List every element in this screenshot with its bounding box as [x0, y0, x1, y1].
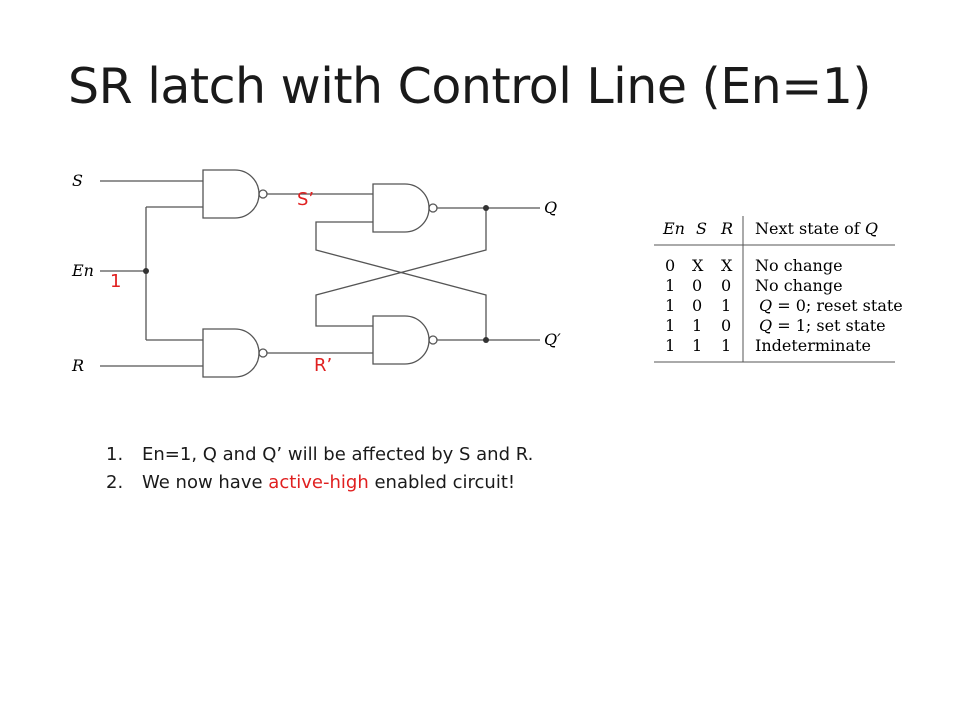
- q-prime-feedback-wire: [315, 221, 487, 340]
- note-item-2: 2. We now have active-high enabled circu…: [106, 469, 533, 497]
- header-s: S: [696, 219, 707, 238]
- cell-r: 1: [721, 336, 731, 355]
- header-en: En: [662, 219, 685, 238]
- nand-gate-4: [372, 315, 430, 365]
- cell-en: 0: [665, 256, 675, 275]
- active-high-highlight: active-high: [268, 472, 369, 493]
- cell-s: 1: [692, 336, 702, 355]
- q-prime-output-label: Q′: [544, 330, 561, 349]
- nand-gate-2-bubble: [258, 348, 268, 358]
- note-number: 1.: [106, 444, 124, 465]
- s-prime-annotation: S’: [297, 189, 314, 210]
- en-input-label: En: [71, 261, 94, 280]
- nand-gate-2: [202, 328, 260, 378]
- s-input-label: S: [72, 171, 83, 190]
- cell-next-state: No change: [755, 276, 843, 295]
- sr-latch-circuit-diagram: S En R Q Q′ 1 S’ R’: [71, 169, 561, 378]
- nand-gate-1: [202, 169, 260, 219]
- q-output-label: Q: [544, 198, 557, 217]
- note-number: 2.: [106, 472, 124, 493]
- header-r: R: [720, 219, 733, 238]
- header-next-state: Next state of Q: [755, 219, 878, 238]
- r-input-label: R: [71, 356, 84, 375]
- cell-next-state: Q = 0; reset state: [759, 296, 903, 315]
- cell-s: 0: [692, 296, 702, 315]
- cell-next-state: No change: [755, 256, 843, 275]
- en-value-annotation: 1: [110, 271, 121, 292]
- cell-s: 0: [692, 276, 702, 295]
- cell-r: X: [721, 256, 733, 275]
- cell-r: 0: [721, 276, 731, 295]
- note-text: En=1, Q and Q’ will be affected by S and…: [142, 444, 534, 465]
- cell-r: 1: [721, 296, 731, 315]
- cell-s: 1: [692, 316, 702, 335]
- notes-list: 1. En=1, Q and Q’ will be affected by S …: [106, 441, 533, 497]
- q-junction-dot: [483, 205, 489, 211]
- slide-title: SR latch with Control Line (En=1): [68, 58, 872, 115]
- q-feedback-wire: [315, 208, 487, 327]
- r-prime-annotation: R’: [314, 355, 332, 376]
- note-item-1: 1. En=1, Q and Q’ will be affected by S …: [106, 441, 533, 469]
- cell-r: 0: [721, 316, 731, 335]
- cell-en: 1: [665, 276, 675, 295]
- cell-s: X: [692, 256, 704, 275]
- cell-next-state: Indeterminate: [755, 336, 871, 355]
- note-text: We now have active-high enabled circuit!: [142, 472, 516, 493]
- nand-gate-4-bubble: [428, 335, 438, 345]
- cell-en: 1: [665, 316, 675, 335]
- cell-en: 1: [665, 336, 675, 355]
- cell-next-state: Q = 1; set state: [759, 316, 886, 335]
- nand-gate-1-bubble: [258, 189, 268, 199]
- nand-gate-3: [372, 183, 430, 233]
- cell-en: 1: [665, 296, 675, 315]
- en-junction-dot: [143, 268, 149, 274]
- q-prime-junction-dot: [483, 337, 489, 343]
- nand-gate-3-bubble: [428, 203, 438, 213]
